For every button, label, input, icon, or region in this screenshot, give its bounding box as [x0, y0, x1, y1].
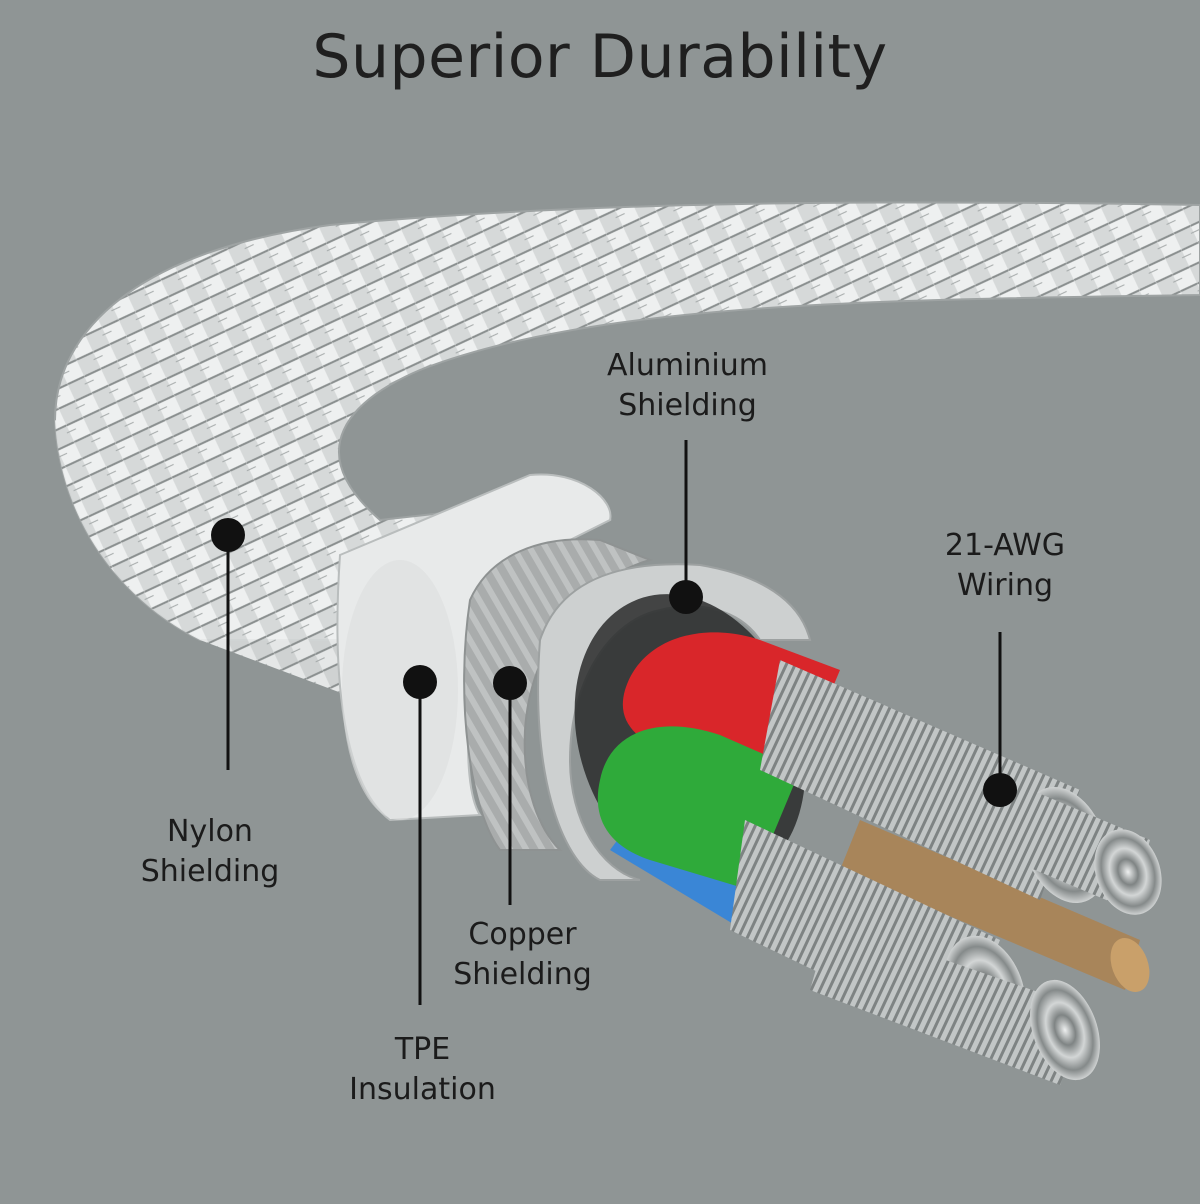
- pointer-nylon: [211, 518, 245, 770]
- label-nylon-line2: Shielding: [140, 854, 280, 889]
- label-copper-line2: Shielding: [453, 957, 592, 992]
- label-copper-shielding: Copper Shielding: [435, 915, 610, 995]
- label-tpe-insulation: TPE Insulation: [330, 1030, 515, 1110]
- label-nylon-line1: Nylon: [167, 814, 253, 849]
- label-aluminium-shielding: Aluminium Shielding: [590, 346, 785, 426]
- pointer-aluminium: [669, 440, 703, 614]
- label-tpe-line2: Insulation: [349, 1072, 496, 1107]
- nylon-braid-jacket: [53, 201, 1200, 700]
- pointer-tpe: [403, 665, 437, 1005]
- label-copper-line1: Copper: [468, 917, 577, 952]
- label-aluminium-line2: Shielding: [618, 388, 757, 423]
- stranded-conductors: [730, 660, 1162, 1085]
- label-nylon-shielding: Nylon Shielding: [125, 812, 295, 892]
- page-title: Superior Durability: [312, 22, 888, 92]
- label-21awg-wiring: 21-AWG Wiring: [925, 526, 1085, 606]
- label-wiring-line1: 21-AWG: [944, 528, 1066, 563]
- pointer-copper: [493, 666, 527, 905]
- pointer-wiring: [983, 632, 1017, 807]
- label-tpe-line1: TPE: [394, 1032, 451, 1067]
- label-aluminium-line1: Aluminium: [606, 348, 768, 383]
- label-wiring-line2: Wiring: [956, 568, 1054, 603]
